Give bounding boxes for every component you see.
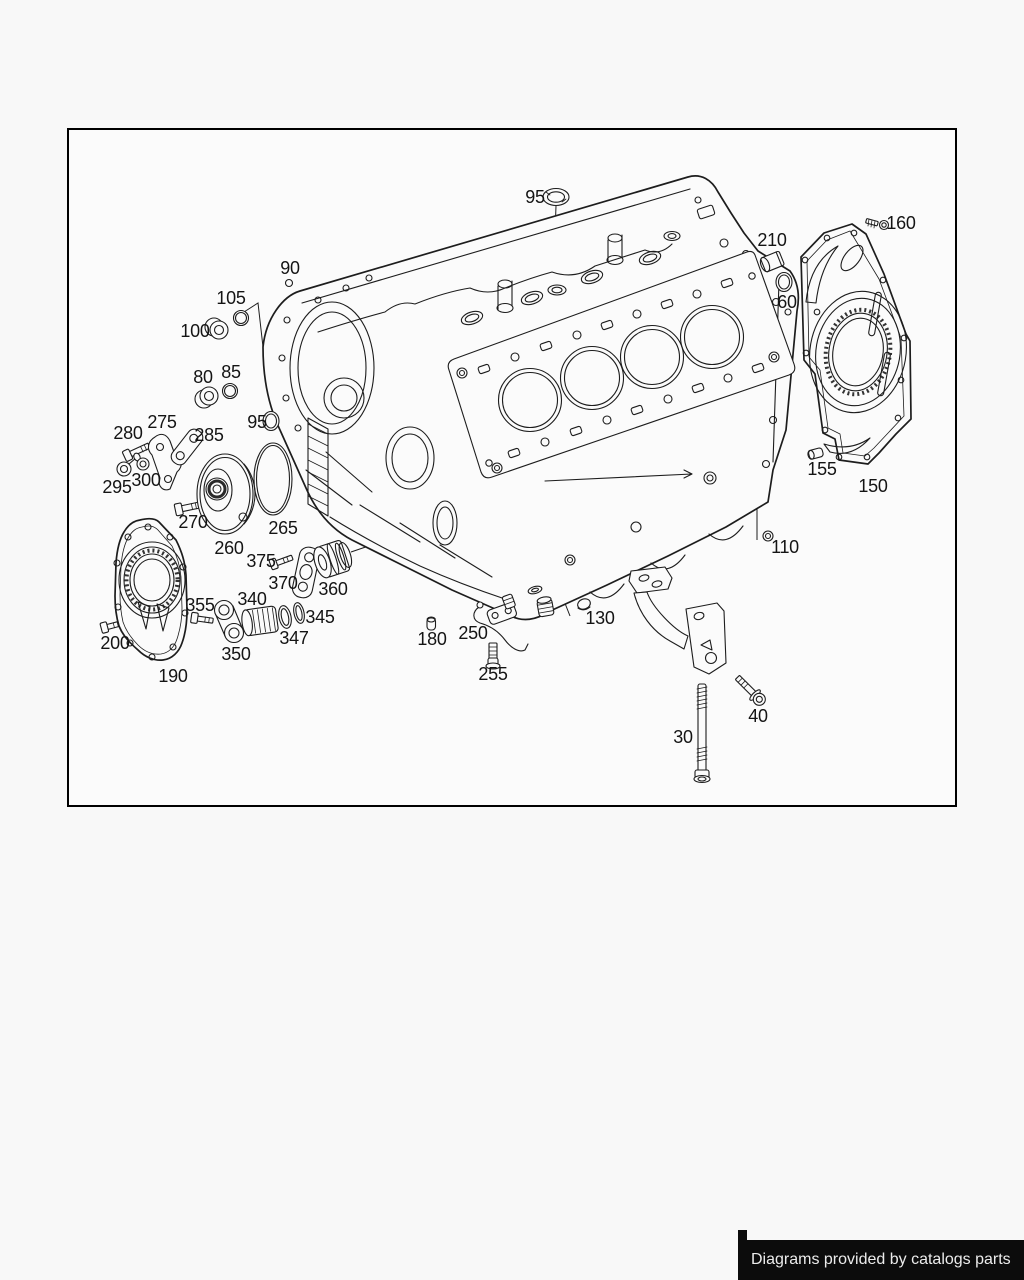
callout-180[interactable]: 180 [417, 629, 447, 649]
callout-285[interactable]: 285 [194, 425, 224, 445]
callout-155[interactable]: 155 [807, 459, 837, 479]
callout-100[interactable]: 100 [180, 321, 210, 341]
callout-355[interactable]: 355 [185, 595, 215, 615]
callout-375[interactable]: 375 [246, 551, 276, 571]
callout-280[interactable]: 280 [113, 423, 143, 443]
callout-80[interactable]: 80 [193, 367, 213, 387]
callout-370[interactable]: 370 [268, 573, 298, 593]
watermark: Diagrams provided by catalogs parts [738, 1240, 1024, 1280]
callout-360[interactable]: 360 [318, 579, 348, 599]
callout-95-top[interactable]: 95 [525, 187, 545, 207]
callout-60[interactable]: 60 [777, 292, 797, 312]
callout-250[interactable]: 250 [458, 623, 488, 643]
callout-295[interactable]: 295 [102, 477, 132, 497]
callout-200[interactable]: 200 [100, 633, 130, 653]
callout-190[interactable]: 190 [158, 666, 188, 686]
callout-340[interactable]: 340 [237, 589, 267, 609]
callout-275[interactable]: 275 [147, 412, 177, 432]
callout-90[interactable]: 90 [280, 258, 300, 278]
callout-30[interactable]: 30 [673, 727, 693, 747]
callout-300[interactable]: 300 [131, 470, 161, 490]
callout-160[interactable]: 160 [886, 213, 916, 233]
callout-210[interactable]: 210 [757, 230, 787, 250]
callout-105[interactable]: 105 [216, 288, 246, 308]
callout-265[interactable]: 265 [268, 518, 298, 538]
callout-85[interactable]: 85 [221, 362, 241, 382]
watermark-text: Diagrams provided by catalogs parts [751, 1251, 1011, 1268]
callout-110[interactable]: 110 [771, 537, 799, 557]
callout-345[interactable]: 345 [305, 607, 335, 627]
callout-350[interactable]: 350 [221, 644, 251, 664]
callout-150[interactable]: 150 [858, 476, 888, 496]
callout-130[interactable]: 130 [585, 608, 615, 628]
callout-40[interactable]: 40 [748, 706, 768, 726]
callout-347[interactable]: 347 [279, 628, 309, 648]
callout-270[interactable]: 270 [178, 512, 208, 532]
callout-260[interactable]: 260 [214, 538, 244, 558]
callout-255[interactable]: 255 [478, 664, 508, 684]
callout-95-side[interactable]: 95 [247, 412, 267, 432]
watermark-notch [738, 1230, 747, 1240]
